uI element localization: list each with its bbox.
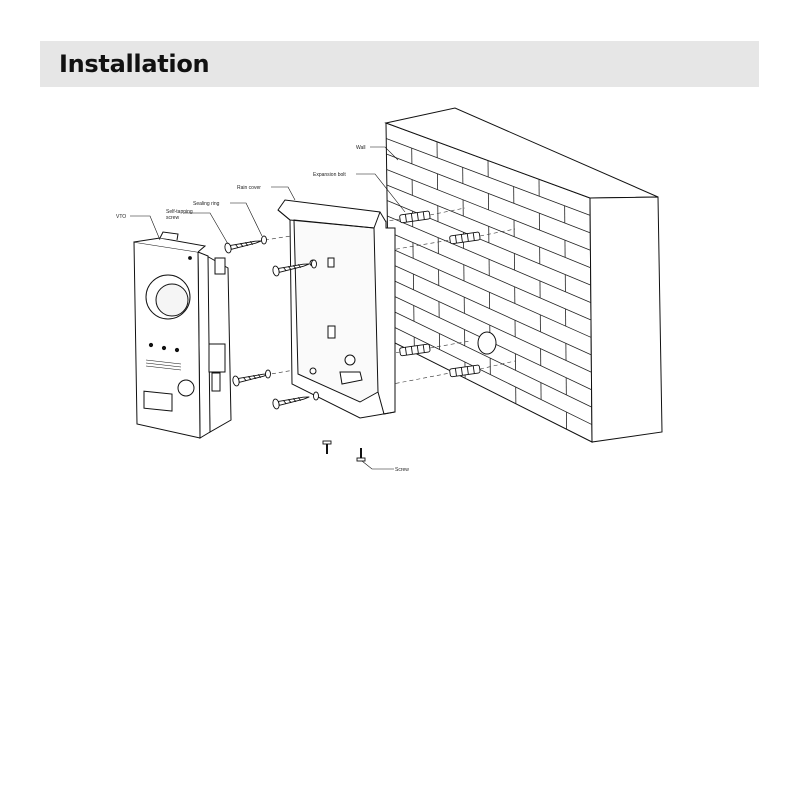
expansion-bolt [399,343,431,357]
page-title: Installation [59,50,210,78]
leader-lines [130,146,406,470]
brick-line [387,215,592,303]
label-sealing-ring: Sealing ring [193,201,220,207]
expansion-bolt [449,364,481,378]
sealing-ring [313,391,319,401]
brick-line [386,153,591,234]
rain-cover-inner [293,219,379,403]
self-tapping-screw [224,240,262,254]
sealing-ring [311,259,317,269]
brick-line [386,138,591,216]
label-screw: Screw [395,467,409,473]
sealing-ring [261,235,267,245]
sealing-ring [265,369,271,379]
wall [384,107,663,443]
self-tapping-screw [272,263,310,277]
self-tapping-screw [232,373,270,387]
label-vto: VTO [116,214,126,220]
brick-line [388,308,592,408]
vto-device [133,231,232,439]
wall-bricks [386,138,593,430]
label-wall: Wall [356,145,366,151]
bottom-screw [356,448,366,462]
wall-side [589,196,663,443]
call-button [177,379,195,397]
header-bar: Installation [40,41,759,87]
screws [224,235,366,462]
wall-hole [477,331,497,355]
label-expansion-bolt: Expansion bolt [313,172,346,178]
label-self-tapping: Self-tapping [166,209,193,215]
label-self-tapping-screw: screw [166,215,179,221]
brick-line [387,262,592,356]
name-plate [143,390,173,412]
rain-cover [277,199,396,419]
speaker-grille [145,359,182,371]
expansion-bolt [449,231,481,245]
self-tapping-screw [272,396,310,410]
label-rain-cover: Rain cover [237,185,261,191]
bottom-screw [322,440,332,454]
